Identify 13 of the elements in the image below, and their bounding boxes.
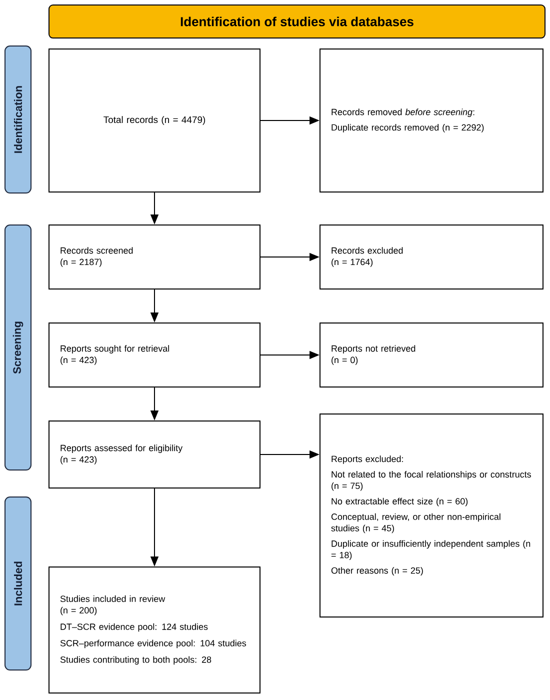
header-band: Identification of studies via databases (48, 4, 546, 38)
process-box: Total records (n = 4479) (48, 48, 260, 192)
process-box: Records removed before screening: Duplicate records removed (n = 2292) (320, 48, 544, 192)
phase-label: Included (4, 496, 32, 670)
process-box: Reports excluded: Not related to the focal relationships or constructs (n = 75) No extractable effect size (n = 60) Conceptual, review, or other non-empirical studies (n = 45) Duplicate or insufficiently independent samples (n = 18) Other reasons (n = 25) (320, 414, 544, 618)
phase-label: Screening (4, 224, 32, 470)
process-box: Records excluded (n = 1764) (320, 224, 544, 290)
process-box: Reports sought for retrieval (n = 423) (48, 322, 260, 388)
process-box: Reports assessed for eligibility (n = 423) (48, 420, 260, 488)
process-box: Records screened (n = 2187) (48, 224, 260, 290)
process-box: Studies included in review (n = 200) DT–SCR evidence pool: 124 studies SCR–performance evidence pool: 104 studies Studies contributing to both pools: 28 (48, 566, 260, 694)
process-box: Reports not retrieved (n = 0) (320, 322, 544, 388)
phase-label: Identification (4, 46, 32, 194)
